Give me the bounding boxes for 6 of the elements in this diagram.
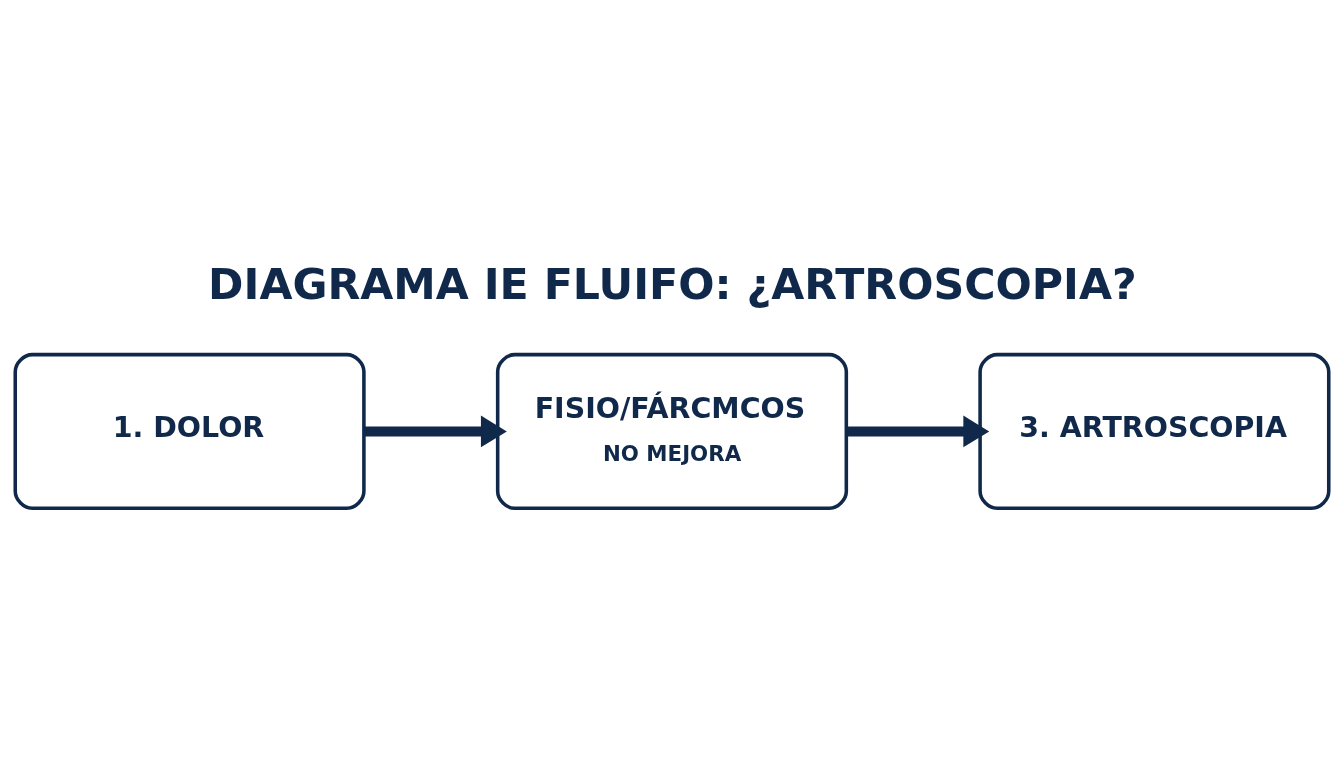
diagram-title: DIAGRAMA IE FLUIFO: ¿ARTROSCOPIA?: [208, 258, 1137, 309]
node-box: 3. ARTROSCOPIA: [978, 352, 1331, 510]
arrow: [364, 415, 507, 447]
arrow: [846, 415, 990, 447]
node-box: 1. DOLOR: [13, 352, 366, 510]
node-box: FISIO/FÁRCMCOS NO MEJORA: [495, 352, 849, 510]
